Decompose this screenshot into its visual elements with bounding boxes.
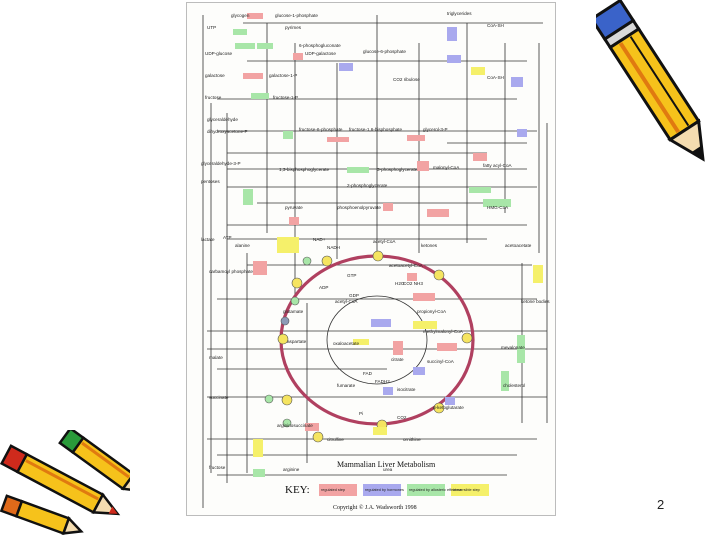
- svg-text:citrate: citrate: [391, 357, 404, 362]
- svg-text:succinate: succinate: [209, 395, 229, 400]
- key-text-hormones: regulated by hormones: [365, 488, 404, 492]
- svg-text:FADH2: FADH2: [375, 379, 390, 384]
- svg-text:fructose-1,6-bisphosphate: fructose-1,6-bisphosphate: [349, 127, 403, 132]
- svg-text:acetoacetyl-CoA: acetoacetyl-CoA: [389, 263, 424, 268]
- svg-text:α-ketoglutarate: α-ketoglutarate: [433, 405, 464, 410]
- svg-text:CO2 NH3: CO2 NH3: [403, 281, 423, 286]
- svg-text:glutamate: glutamate: [283, 309, 304, 314]
- svg-text:Pi: Pi: [359, 411, 363, 416]
- key-text-regulated: regulated step: [321, 488, 345, 492]
- svg-text:citrulline: citrulline: [327, 437, 344, 442]
- svg-text:lactate: lactate: [201, 237, 215, 242]
- svg-text:glyceraldehyde: glyceraldehyde: [207, 117, 238, 122]
- svg-text:HMG-CoA: HMG-CoA: [487, 205, 509, 210]
- svg-text:argininosuccinate: argininosuccinate: [277, 423, 313, 428]
- svg-text:propionyl-CoA: propionyl-CoA: [417, 309, 447, 314]
- svg-text:2-phosphoglycerate: 2-phosphoglycerate: [347, 183, 388, 188]
- key-label: KEY:: [285, 484, 310, 496]
- key-swatch-irreversible: [451, 484, 489, 496]
- key-text-irreversible: irreversible step: [453, 488, 480, 492]
- svg-text:CO2 ribulose: CO2 ribulose: [393, 77, 420, 82]
- metabolic-map: glycogen glucose-1-phosphate UTP pyrimes…: [186, 2, 556, 516]
- svg-text:triglycerides: triglycerides: [447, 11, 472, 16]
- svg-text:ornithine: ornithine: [403, 437, 421, 442]
- svg-text:ADP: ADP: [319, 285, 328, 290]
- svg-text:glycogen: glycogen: [231, 13, 250, 18]
- metabolic-map-svg: glycogen glucose-1-phosphate UTP pyrimes…: [201, 11, 550, 511]
- svg-text:methylmalonyl-CoA: methylmalonyl-CoA: [423, 329, 464, 334]
- key-swatch-regulated: [319, 484, 357, 496]
- svg-text:NAD+: NAD+: [313, 237, 326, 242]
- svg-text:ketones: ketones: [421, 243, 438, 248]
- svg-text:acetyl-CoA: acetyl-CoA: [335, 299, 358, 304]
- pencils-clipart-icon: [0, 430, 130, 536]
- svg-text:3-phosphoglycerate: 3-phosphoglycerate: [377, 167, 418, 172]
- svg-text:H2O: H2O: [395, 281, 405, 286]
- svg-text:fructose-6-phosphate: fructose-6-phosphate: [299, 127, 343, 132]
- key-swatch-allosteric: [407, 484, 445, 496]
- svg-text:acetoacetate: acetoacetate: [505, 243, 532, 248]
- svg-text:glucose-6-phosphate: glucose-6-phosphate: [363, 49, 406, 54]
- page-number: 2: [657, 497, 665, 512]
- svg-text:fructose-1-P: fructose-1-P: [273, 95, 298, 100]
- svg-text:pyrimes: pyrimes: [285, 25, 302, 30]
- pencil-clipart-icon: [596, 0, 705, 162]
- svg-text:carbamoyl phosphate: carbamoyl phosphate: [209, 269, 253, 274]
- svg-text:phosphoenolpyruvate: phosphoenolpyruvate: [337, 205, 381, 210]
- svg-text:fatty acyl-CoA: fatty acyl-CoA: [483, 163, 513, 168]
- svg-text:succinyl-CoA: succinyl-CoA: [427, 359, 455, 364]
- svg-text:CoA-SH: CoA-SH: [487, 75, 504, 80]
- svg-text:galactose-1-P: galactose-1-P: [269, 73, 297, 78]
- svg-text:fumarate: fumarate: [337, 383, 356, 388]
- svg-text:isocitrate: isocitrate: [397, 387, 416, 392]
- svg-text:arginine: arginine: [283, 467, 300, 472]
- svg-text:ATP: ATP: [223, 235, 232, 240]
- svg-text:fructose: fructose: [205, 95, 222, 100]
- svg-text:pyruvate: pyruvate: [285, 205, 303, 210]
- svg-text:acetyl-CoA: acetyl-CoA: [373, 239, 396, 244]
- svg-text:alanine: alanine: [235, 243, 250, 248]
- key-legend: regulated step regulated by hormones reg…: [319, 484, 489, 496]
- svg-text:glucose-1-phosphate: glucose-1-phosphate: [275, 13, 318, 18]
- svg-text:1,3-bisphosphoglycerate: 1,3-bisphosphoglycerate: [279, 167, 329, 172]
- svg-text:glycerol-3-P: glycerol-3-P: [423, 127, 448, 132]
- svg-text:GDP: GDP: [349, 293, 359, 298]
- svg-text:malonyl-CoA: malonyl-CoA: [433, 165, 460, 170]
- svg-text:aspartate: aspartate: [287, 339, 307, 344]
- svg-text:ketone bodies: ketone bodies: [521, 299, 550, 304]
- key-text-allosteric: regulated by allosteric effectors: [409, 488, 462, 492]
- svg-text:malate: malate: [209, 355, 223, 360]
- svg-text:fructose: fructose: [209, 465, 226, 470]
- svg-text:oxaloacetate: oxaloacetate: [333, 341, 359, 346]
- svg-text:CO2: CO2: [397, 415, 407, 420]
- svg-text:glyceraldehyde-3-P: glyceraldehyde-3-P: [201, 161, 241, 166]
- svg-text:FAD: FAD: [363, 371, 373, 376]
- svg-text:galactose: galactose: [205, 73, 225, 78]
- svg-text:UTP: UTP: [207, 25, 216, 30]
- svg-text:UDP-galactose: UDP-galactose: [305, 51, 336, 56]
- copyright-text: Copyright © J.A. Wadsworth 1998: [333, 504, 417, 511]
- svg-text:cholesterol: cholesterol: [503, 383, 525, 388]
- svg-text:urea: urea: [383, 467, 393, 472]
- key-swatch-hormones: [363, 484, 401, 496]
- svg-text:dihydroxyacetone-P: dihydroxyacetone-P: [207, 129, 248, 134]
- svg-text:mevalonate: mevalonate: [501, 345, 525, 350]
- map-title: Mammalian Liver Metabolism: [337, 460, 436, 469]
- svg-text:6-phosphogluconate: 6-phosphogluconate: [299, 43, 341, 48]
- svg-text:pentoses: pentoses: [201, 179, 220, 184]
- svg-text:NADH: NADH: [327, 245, 340, 250]
- svg-text:GTP: GTP: [347, 273, 356, 278]
- svg-text:CoA-SH: CoA-SH: [487, 23, 504, 28]
- svg-text:UDP-glucose: UDP-glucose: [205, 51, 233, 56]
